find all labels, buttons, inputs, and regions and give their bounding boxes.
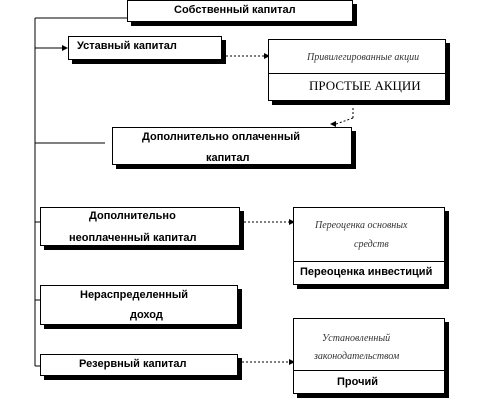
arrow-share-capital [62,45,68,51]
equity-title: Собственный капитал [174,4,296,16]
arrow-reserve-to-types [289,359,295,365]
retained-earnings-line2: доход [130,309,163,321]
retained-earnings-box: Нераспределенный доход [40,285,238,325]
reserve-capital-label: Резервный капитал [79,358,187,370]
revaluation-fixed-assets-line1: Переоценка основных [315,220,408,231]
revaluation-investments-label: Переоценка инвестиций [300,266,433,278]
reserve-types-divider [294,370,444,371]
retained-earnings-line1: Нераспределенный [80,289,189,301]
additional-paid-line2: капитал [206,152,250,164]
reserve-types-box: Установленный законодательством Прочий [293,318,445,394]
share-capital-box: Уставный капитал [68,36,222,60]
additional-paid-box: Дополнительно оплаченный капитал [112,127,352,165]
statutory-reserve-line1: Установленный [322,333,391,344]
link-shares-to-paid-h [335,117,354,125]
arrow-unpaid-to-revaluation [289,219,295,225]
revaluation-box: Переоценка основных средств Переоценка и… [293,207,445,285]
statutory-reserve-line2: законодательством [314,351,400,362]
shares-box: Привилегированные акции ПРОСТЫЕ АКЦИИ [268,39,446,101]
additional-paid-line1: Дополнительно оплаченный [142,131,300,143]
revaluation-divider [294,261,444,262]
additional-unpaid-line2: неоплаченный капитал [69,232,197,244]
reserve-capital-box: Резервный капитал [40,354,238,376]
other-reserve-label: Прочий [337,376,378,388]
share-capital-label: Уставный капитал [77,40,177,52]
arrow-share-to-shares [264,53,270,59]
preferred-shares-label: Привилегированные акции [307,52,420,63]
revaluation-fixed-assets-line2: средств [354,239,389,250]
shares-divider [269,73,445,74]
additional-unpaid-box: Дополнительно неоплаченный капитал [40,207,240,246]
common-shares-label: ПРОСТЫЕ АКЦИИ [309,78,421,93]
equity-title-box: Собственный капитал [127,0,353,22]
additional-unpaid-line1: Дополнительно [89,210,176,222]
arrow-shares-to-paid [330,121,336,127]
